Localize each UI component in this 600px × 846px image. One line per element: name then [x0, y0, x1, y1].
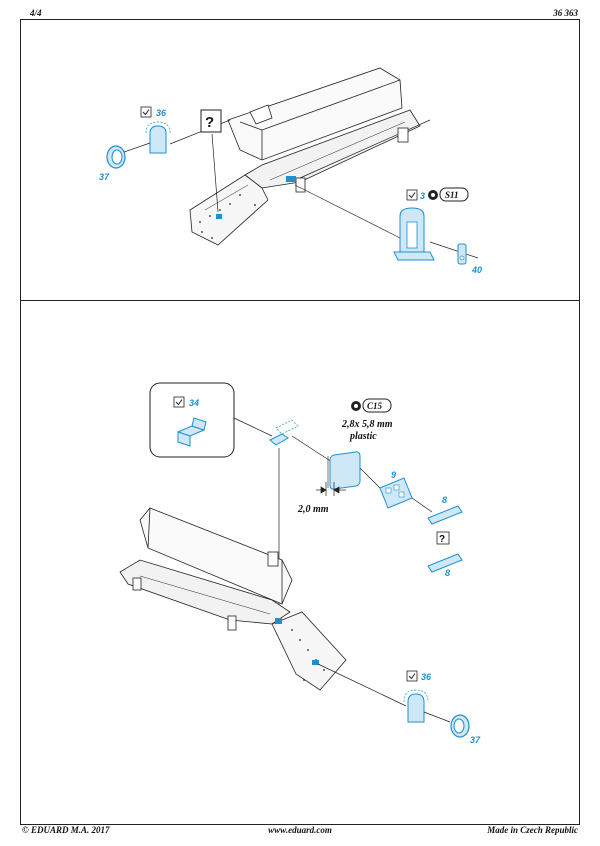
bottom-vehicle-drawing — [119, 507, 347, 691]
plastic-ref-c15: C15 — [367, 401, 383, 411]
question-box-top — [200, 109, 222, 133]
location-marker-question — [216, 214, 222, 219]
part-label-37-bottom: 37 — [470, 735, 481, 745]
part-36-top — [145, 121, 171, 154]
part-8-first — [427, 505, 463, 525]
plastic-size-note: 2,8x 5,8 mm — [341, 419, 393, 430]
question-mark-bottom: ? — [439, 534, 445, 545]
part-8-second — [427, 553, 463, 573]
origin-text: Made in Czech Republic — [487, 825, 578, 835]
plastic-ref-badge-bottom — [362, 398, 392, 413]
location-marker-36-bottom — [312, 660, 319, 665]
question-mark-top: ? — [205, 114, 214, 131]
top-vehicle-drawing — [189, 67, 431, 246]
copyright-text: © EDUARD M.A. 2017 — [22, 825, 110, 835]
part-label-8-first: 8 — [442, 495, 447, 505]
question-box-bottom — [436, 531, 450, 545]
part-37-top — [106, 142, 151, 169]
plastic-plate-c15 — [327, 451, 361, 490]
inset-detail-box — [149, 382, 235, 458]
part-label-34: 34 — [189, 398, 199, 408]
part-3-bracket — [393, 207, 435, 261]
part-34-inset — [176, 417, 207, 447]
part-34-placed — [269, 419, 299, 446]
plastic-ref-s11: S11 — [445, 190, 459, 200]
panel-divider — [20, 300, 580, 301]
check-box-3 — [406, 189, 418, 201]
location-marker-s11 — [286, 176, 296, 182]
plastic-ref-badge-top — [439, 187, 469, 202]
website-text: www.eduard.com — [268, 825, 332, 835]
part-40 — [457, 243, 467, 265]
location-marker-34 — [275, 618, 282, 624]
part-label-9: 9 — [391, 470, 396, 480]
plastic-material-note: plastic — [349, 431, 377, 442]
instruction-frame — [20, 19, 580, 825]
part-36-bottom — [403, 689, 429, 723]
part-label-3: 3 — [420, 191, 425, 201]
part-9 — [379, 477, 413, 509]
check-box-36-top — [140, 106, 152, 118]
check-box-36-bottom — [406, 670, 418, 682]
part-label-37-top: 37 — [99, 172, 110, 182]
part-label-36-bottom: 36 — [421, 672, 432, 682]
part-label-36-top: 36 — [156, 108, 167, 118]
kit-number: 36 363 — [553, 8, 578, 18]
part-label-40: 40 — [471, 265, 482, 275]
part-37-bottom — [450, 714, 470, 738]
page-number: 4/4 — [30, 8, 42, 18]
part-label-8-second: 8 — [445, 568, 450, 578]
check-box-34 — [173, 396, 185, 408]
dimension-label: 2,0 mm — [297, 504, 329, 515]
